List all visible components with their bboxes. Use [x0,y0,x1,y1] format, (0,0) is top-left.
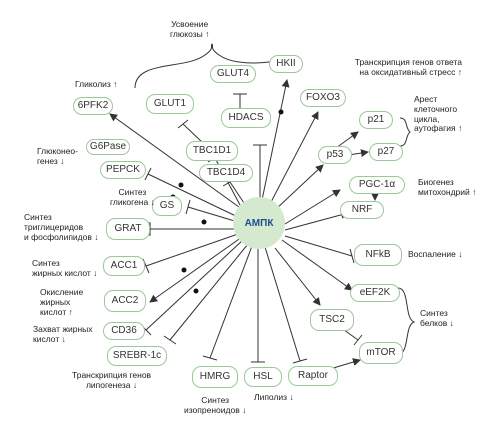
node-cd36: CD36 [103,322,145,340]
label-glycolysis: Гликолиз ↑ [75,79,118,89]
edge-pgc [284,210,349,231]
label-isoprenoid: Синтез изопреноидов ↓ [184,395,247,415]
edge-gs [187,206,239,223]
label-cell-cycle: Арест клеточного цикла, аутофагия ↑ [414,94,463,134]
brace-glucose [134,43,291,89]
edge-pepck [147,173,241,219]
brace-protein [397,287,416,355]
node-srebr: SREBR-1c [107,346,167,366]
edge-nrf [284,189,341,225]
node-foxo3: FOXO3 [300,89,346,107]
edge-tbc1d4 [229,181,245,204]
label-lipolysis: Липолиз ↓ [254,392,294,402]
label-lipogenesis-genes: Транскрипция генов липогенеза ↓ [72,370,152,390]
node-raptor: Raptor [288,366,338,386]
label-fa-uptake: Захват жирных кислот ↓ [33,324,93,344]
edge-hkii [261,79,290,201]
edge-pfk2 [109,113,251,216]
label-lipid-synthesis: Синтез триглицеридов и фосфолипидов ↓ [24,212,99,242]
node-acc2: ACC2 [104,290,146,312]
node-hsl: HSL [244,367,282,387]
edge-acc1 [145,233,239,267]
label-protein-synthesis: Синтез белков ↓ [420,308,454,328]
node-gs: GS [152,196,182,216]
node-p27: p27 [369,143,403,161]
node-pgc1a: PGC-1α [349,176,405,194]
node-glut4: GLUT4 [210,65,256,83]
node-6pfk2: 6PFK2 [73,97,113,115]
edge-tbc-glut1 [182,123,204,144]
node-g6pase: G6Pase [86,139,130,155]
node-mtor: mTOR [359,342,403,364]
node-grat: GRAT [106,218,150,240]
node-nrf: NRF [340,201,384,219]
brace-cell-cycle [399,117,411,147]
node-hkii: HKII [269,55,303,73]
label-mito-biogenesis: Биогенез митохондрий ↑ [418,177,477,197]
label-glycogen: Синтез гликогена ↓ [110,187,155,207]
edge-p53 [274,164,324,211]
edge-p53-p21 [335,131,359,149]
edge-srebr [169,243,249,341]
edge-foxo3 [269,111,319,205]
edge-nfkb [284,235,353,257]
edge-hmrg [209,245,253,359]
label-fa-oxidation: Окисление жирных кислот ↑ [40,287,84,317]
node-eef2k: eEF2K [350,284,400,302]
edge-acc2 [149,236,243,303]
edge-cd36 [145,239,244,331]
node-pepck: PEPCK [100,161,146,179]
label-oxidative-stress: Транскрипция генов ответа на оксидативны… [354,57,462,77]
node-tsc2: TSC2 [310,309,354,331]
node-tbc1d1: TBC1D1 [186,141,238,161]
node-hmrg: HMRG [192,366,238,388]
node-nfkb: NFkB [354,244,402,266]
node-p53: p53 [318,146,352,164]
edge-tsc2 [274,247,321,306]
edge-raptor [264,246,301,362]
edge-eef2k [281,239,353,291]
node-p21: p21 [359,111,393,129]
node-tbc1d4: TBC1D4 [199,164,253,182]
ampk-center-node: АМПК [233,197,285,249]
node-hdacs: HDACS [221,108,271,128]
label-inflammation: Воспаление ↓ [408,249,463,259]
node-acc1: ACC1 [103,256,145,276]
label-glucose-uptake: Усвоение глюкозы ↑ [170,19,210,39]
node-glut1: GLUT1 [146,94,194,114]
label-gluconeogenesis: Глюконео- генез ↓ [37,146,78,166]
label-fa-synthesis: Синтез жирных кислот ↓ [32,258,98,278]
